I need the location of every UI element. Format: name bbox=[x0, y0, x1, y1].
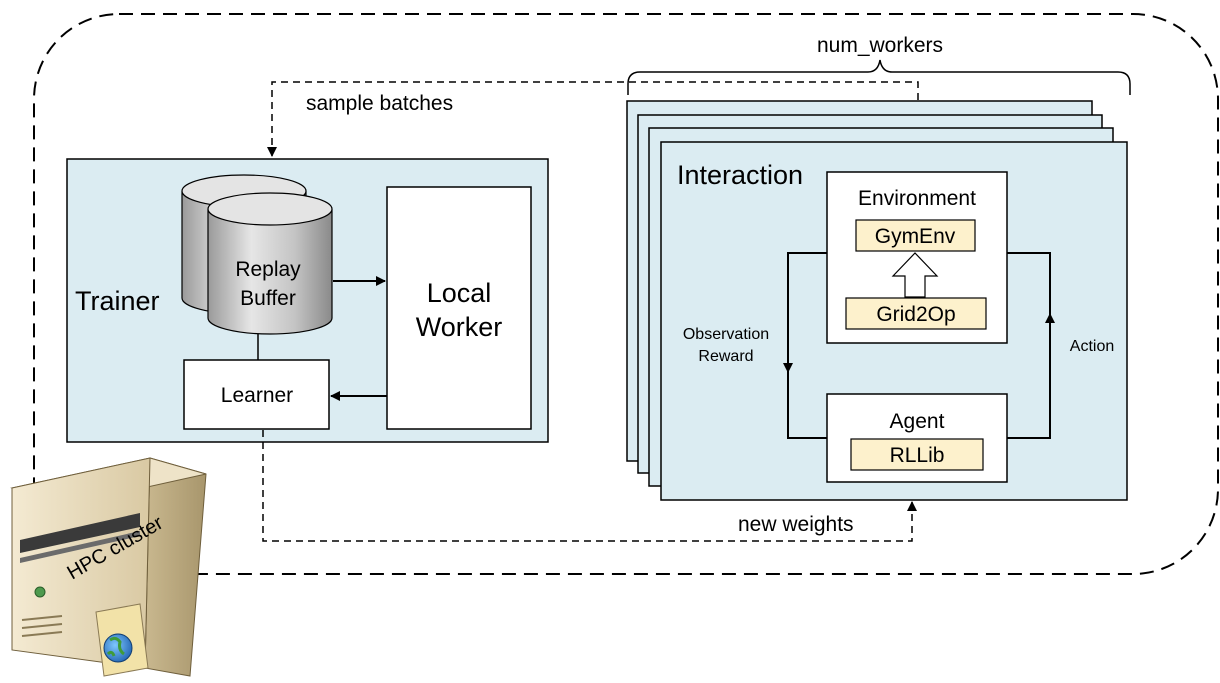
rllib-label: RLLib bbox=[890, 444, 945, 467]
grid2op-to-gymenv-arrow bbox=[891, 252, 939, 298]
num-workers-brace bbox=[627, 59, 1131, 95]
replay-buffer-label-line2: Buffer bbox=[240, 287, 296, 310]
local-worker-label-line1: Local bbox=[427, 278, 492, 308]
grid2op-tag bbox=[845, 297, 987, 330]
learner-label: Learner bbox=[221, 384, 293, 407]
new-weights-arrow bbox=[262, 430, 917, 542]
reward-label: Reward bbox=[698, 348, 753, 365]
action-arrow bbox=[1007, 252, 1051, 439]
learner-box bbox=[183, 359, 330, 430]
interaction-label: Interaction bbox=[677, 160, 803, 190]
sample-batches-label: sample batches bbox=[306, 92, 453, 115]
local-worker-box bbox=[386, 186, 532, 430]
replay-buffer-label-line1: Replay bbox=[235, 258, 301, 281]
gymenv-tag bbox=[855, 219, 976, 252]
gymenv-label: GymEnv bbox=[875, 225, 956, 248]
hpc-cluster-server-icon bbox=[10, 457, 207, 677]
trainer-label: Trainer bbox=[75, 286, 160, 316]
new-weights-label: new weights bbox=[738, 513, 854, 536]
cluster-boundary bbox=[33, 13, 1219, 575]
action-label: Action bbox=[1070, 338, 1114, 355]
replay-buffer bbox=[181, 174, 333, 335]
sample-batches-arrow bbox=[267, 81, 919, 157]
agent-label: Agent bbox=[890, 410, 945, 433]
num-workers-label: num_workers bbox=[817, 34, 943, 57]
grid2op-label: Grid2Op bbox=[876, 303, 955, 326]
local-worker-label-line2: Worker bbox=[416, 312, 503, 342]
environment-label: Environment bbox=[858, 187, 976, 210]
observation-label: Observation bbox=[683, 326, 769, 343]
rllib-tag bbox=[850, 438, 984, 471]
